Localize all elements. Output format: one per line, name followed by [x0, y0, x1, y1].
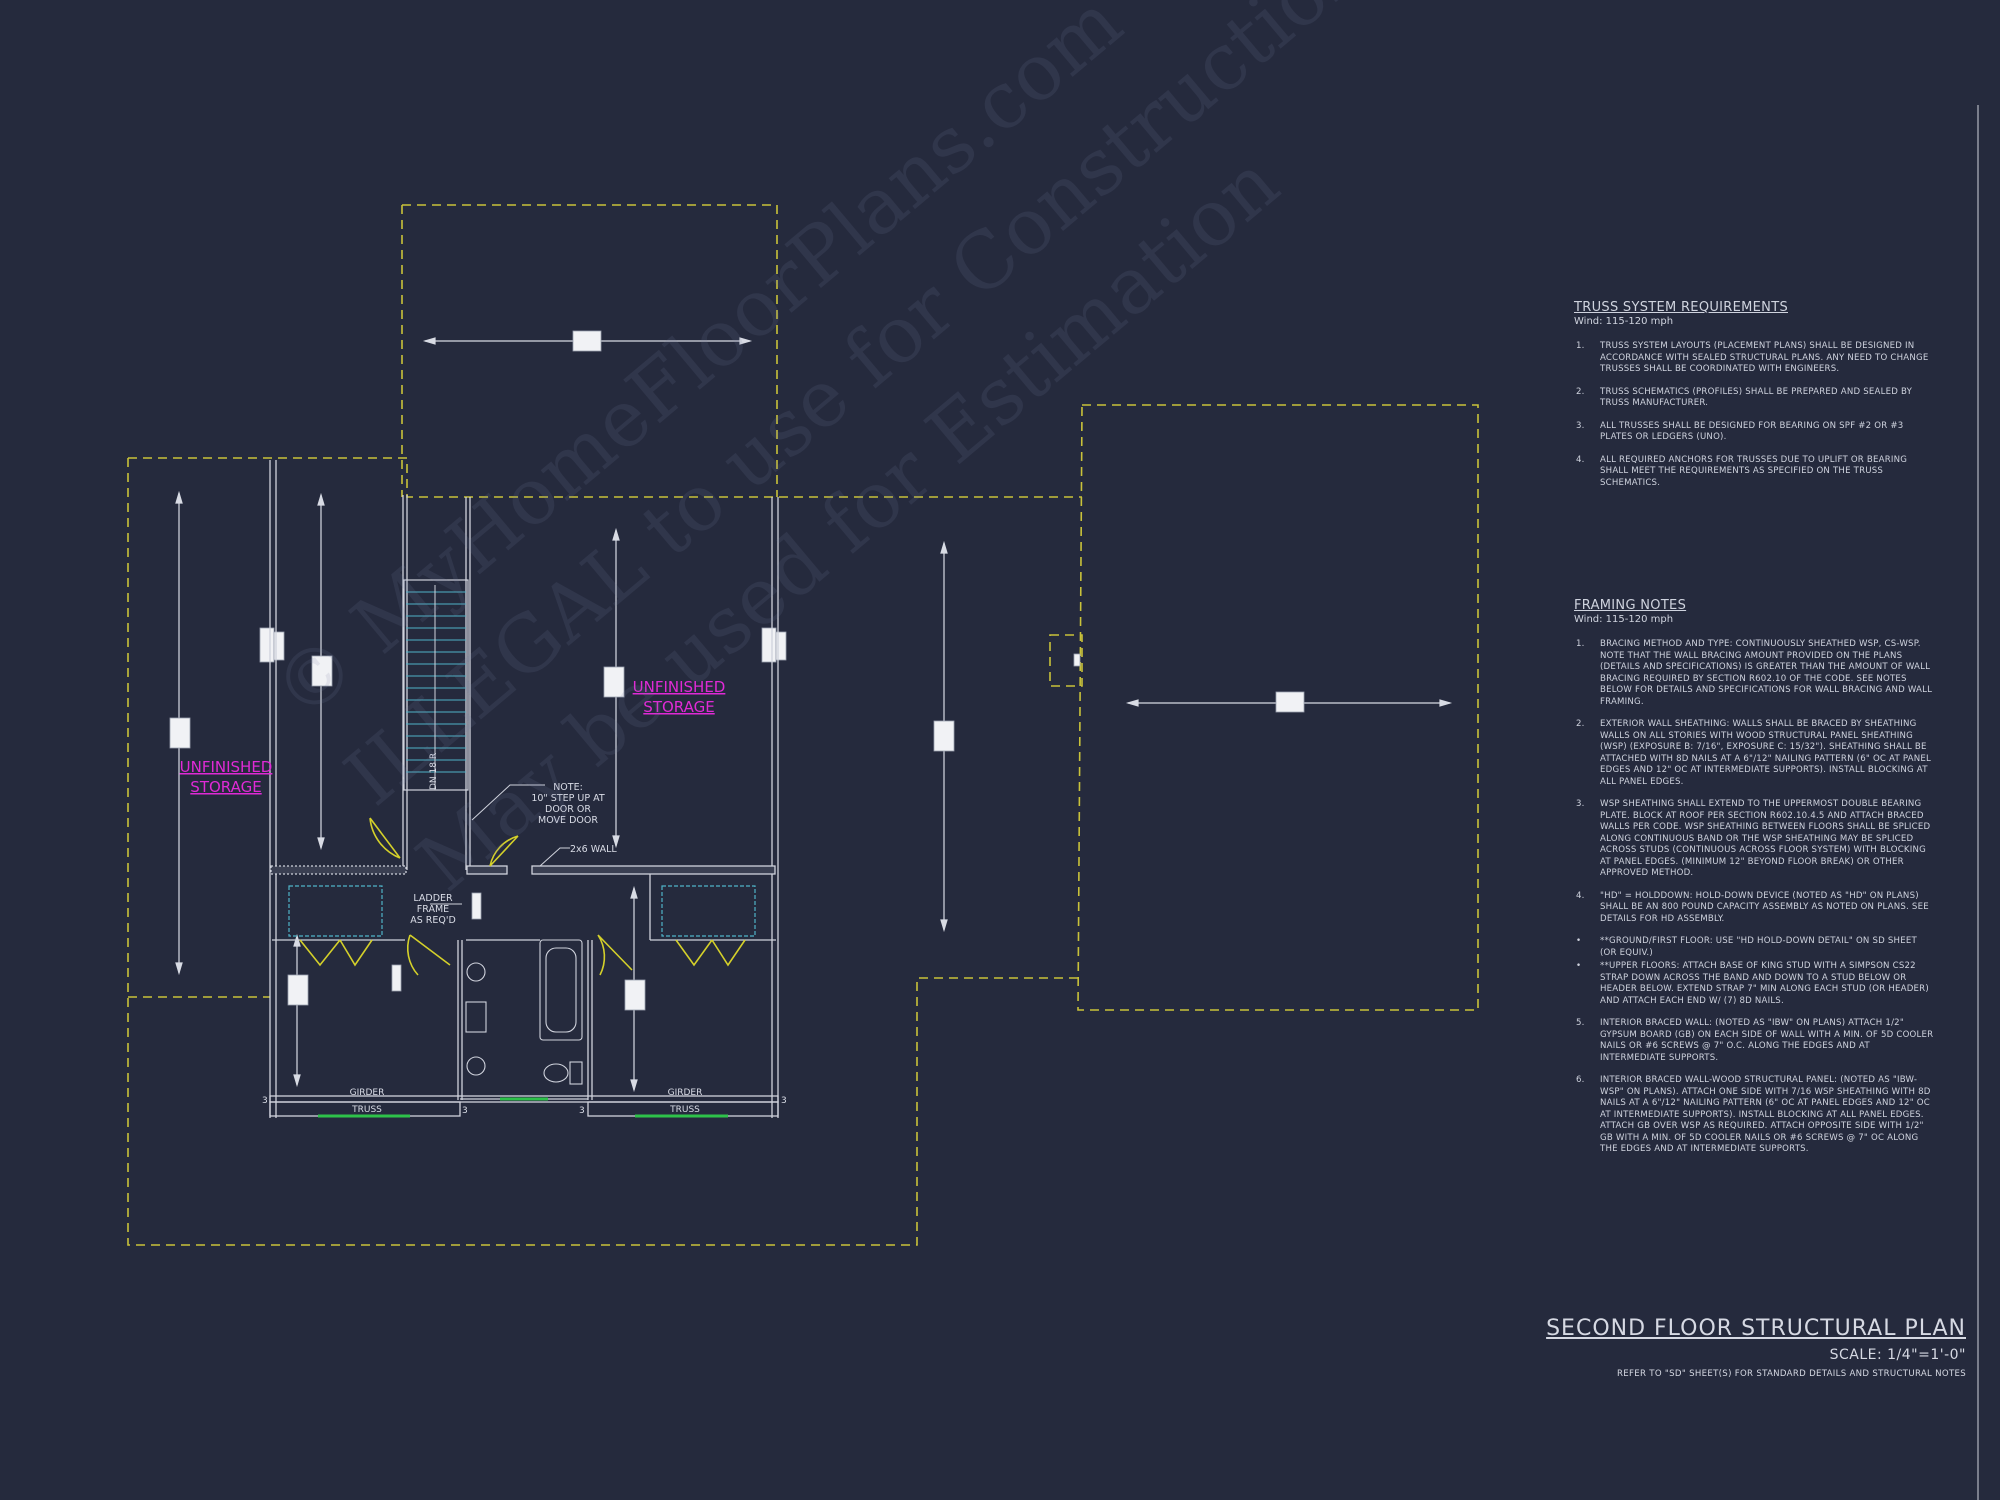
upper-truss-area-outline — [402, 204, 778, 497]
dimension-mark: 3 — [462, 1106, 468, 1116]
note-number: 3. — [1576, 420, 1585, 431]
truss-tags — [169, 330, 1305, 1011]
truss-label-left: TRUSS — [351, 1105, 382, 1115]
title-block: SECOND FLOOR STRUCTURAL PLAN SCALE: 1/4"… — [1546, 1316, 1966, 1379]
dimension-mark: 3 — [781, 1096, 787, 1106]
plan-reference-note: REFER TO "SD" SHEET(S) FOR STANDARD DETA… — [1617, 1369, 1966, 1379]
ladder-label-2: FRAME — [417, 904, 449, 915]
note-number: 6. — [1576, 1075, 1585, 1085]
note-item: • **GROUND/FIRST FLOOR: USE "HD HOLD-DOWN… — [1574, 936, 1934, 959]
note-item: 2. TRUSS SCHEMATICS (PROFILES) SHALL BE P… — [1574, 387, 1934, 410]
framing-notes: FRAMING NOTES Wind: 115-120 mph 1. BRACIN… — [1574, 598, 1934, 1167]
doors — [299, 817, 746, 976]
truss-notes-list: 1. TRUSS SYSTEM LAYOUTS (PLACEMENT PLANS)… — [1574, 341, 1934, 489]
note-number: 1. — [1576, 341, 1585, 351]
main-roof-outline — [128, 457, 1082, 498]
right-truss-area-outline — [1077, 404, 1479, 1011]
framing-notes-list: 1. BRACING METHOD AND TYPE: CONTINUOUSLY … — [1574, 639, 1934, 1156]
note-text: ALL REQUIRED ANCHORS FOR TRUSSES DUE TO … — [1600, 454, 1908, 488]
note-text: TRUSS SCHEMATICS (PROFILES) SHALL BE PRE… — [1600, 386, 1913, 409]
stair-direction-label: DN 18 R — [429, 753, 439, 790]
plan-title: SECOND FLOOR STRUCTURAL PLAN — [1546, 1316, 1966, 1341]
note-item: 1. BRACING METHOD AND TYPE: CONTINUOUSLY … — [1574, 639, 1934, 708]
note-item: • **UPPER FLOORS: ATTACH BASE OF KING STU… — [1574, 961, 1934, 1007]
note-number: 2. — [1576, 719, 1585, 729]
dimension-mark: 3 — [262, 1096, 268, 1106]
storage-label-mid-2: STORAGE — [643, 698, 714, 716]
note-item: 6. INTERIOR BRACED WALL-WOOD STRUCTURAL P… — [1574, 1075, 1934, 1156]
storage-label-left-2: STORAGE — [190, 778, 261, 796]
note-item: 1. TRUSS SYSTEM LAYOUTS (PLACEMENT PLANS)… — [1574, 341, 1934, 376]
windows — [318, 1097, 728, 1118]
note-item: 4. ALL REQUIRED ANCHORS FOR TRUSSES DUE T… — [1574, 455, 1934, 490]
note-item: 4. "HD" = HOLDDOWN: HOLD-DOWN DEVICE (NOT… — [1574, 891, 1934, 926]
note-line-1: NOTE: — [553, 782, 583, 793]
note-text: "HD" = HOLDDOWN: HOLD-DOWN DEVICE (NOTED… — [1600, 890, 1929, 924]
drawing-labels: UNFINISHED STORAGE UNFINISHED STORAGE NO… — [180, 678, 787, 1116]
note-text: **UPPER FLOORS: ATTACH BASE OF KING STUD… — [1600, 961, 1929, 1006]
note-text: ALL TRUSSES SHALL BE DESIGNED FOR BEARIN… — [1600, 420, 1904, 443]
closets — [288, 885, 756, 937]
truss-notes-wind: Wind: 115-120 mph — [1574, 316, 1674, 327]
girder-label-right: GIRDER — [668, 1088, 703, 1098]
storage-label-left-1: UNFINISHED — [180, 758, 273, 776]
note-number: 1. — [1576, 639, 1585, 649]
walls — [269, 460, 779, 1118]
truss-label-right: TRUSS — [669, 1105, 700, 1115]
bathroom-fixtures — [465, 939, 583, 1085]
note-line-2: 10" STEP UP AT — [531, 793, 605, 804]
note-text: WSP SHEATHING SHALL EXTEND TO THE UPPERM… — [1600, 799, 1931, 878]
note-number: 4. — [1576, 890, 1585, 901]
leader-lines — [430, 784, 570, 905]
framing-notes-wind: Wind: 115-120 mph — [1574, 614, 1674, 625]
note-text: INTERIOR BRACED WALL: (NOTED AS "IBW" ON… — [1600, 1018, 1934, 1063]
stair: DN 18 R — [403, 579, 469, 791]
ladder-label-3: AS REQ'D — [410, 915, 456, 926]
note-number: 2. — [1576, 386, 1585, 397]
wall-type-label: 2x6 WALL — [570, 844, 617, 855]
ladder-label-1: LADDER — [413, 893, 453, 904]
note-line-4: MOVE DOOR — [538, 815, 598, 826]
truss-requirements-notes: TRUSS SYSTEM REQUIREMENTS Wind: 115-120 … — [1574, 300, 1934, 500]
note-text: EXTERIOR WALL SHEATHING: WALLS SHALL BE … — [1600, 719, 1931, 787]
note-item: 5. INTERIOR BRACED WALL: (NOTED AS "IBW" … — [1574, 1018, 1934, 1064]
truss-area-outlines — [127, 204, 1479, 1246]
framing-notes-heading: FRAMING NOTES — [1574, 598, 1687, 613]
note-text: INTERIOR BRACED WALL-WOOD STRUCTURAL PAN… — [1600, 1075, 1931, 1154]
truss-span-arrows — [175, 337, 1453, 1093]
note-number: • — [1576, 961, 1582, 971]
note-line-3: DOOR OR — [545, 804, 591, 815]
note-number: • — [1576, 936, 1582, 946]
storage-label-mid-1: UNFINISHED — [633, 678, 726, 696]
girder-label-left: GIRDER — [350, 1088, 385, 1098]
plan-scale: SCALE: 1/4"=1'-0" — [1829, 1347, 1966, 1363]
truss-notes-heading: TRUSS SYSTEM REQUIREMENTS — [1574, 300, 1788, 315]
note-item: 2. EXTERIOR WALL SHEATHING: WALLS SHALL B… — [1574, 719, 1934, 788]
note-item: 3. ALL TRUSSES SHALL BE DESIGNED FOR BEAR… — [1574, 421, 1934, 444]
note-item: 3. WSP SHEATHING SHALL EXTEND TO THE UPPE… — [1574, 799, 1934, 880]
dimension-mark: 3 — [579, 1106, 585, 1116]
note-number: 5. — [1576, 1018, 1585, 1028]
note-text: BRACING METHOD AND TYPE: CONTINUOUSLY SH… — [1600, 639, 1933, 707]
note-text: **GROUND/FIRST FLOOR: USE "HD HOLD-DOWN … — [1600, 936, 1917, 958]
note-text: TRUSS SYSTEM LAYOUTS (PLACEMENT PLANS) S… — [1600, 341, 1929, 374]
note-number: 3. — [1576, 799, 1585, 809]
note-number: 4. — [1576, 454, 1585, 465]
